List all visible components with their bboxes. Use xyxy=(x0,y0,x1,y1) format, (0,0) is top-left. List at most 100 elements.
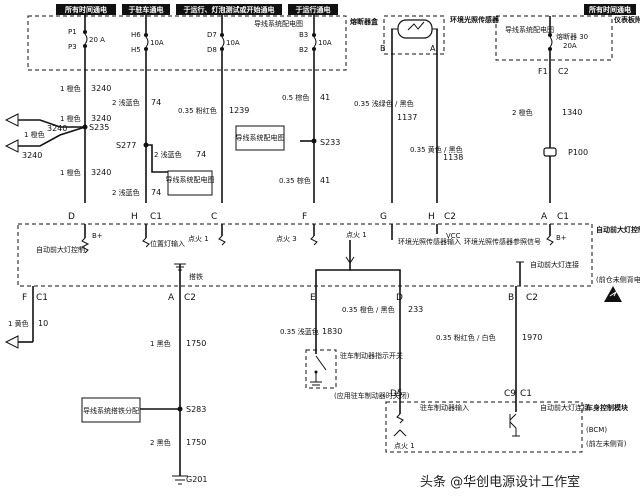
pin-f1: F1 xyxy=(538,67,548,76)
ign1-c: 点火 1 xyxy=(188,235,209,243)
module-pin-c2-h: C2 xyxy=(444,212,456,222)
pin-b3: B3 xyxy=(299,31,308,39)
wire-1340-circuit: 1340 xyxy=(562,108,582,117)
sensor-signal: 环境光照传感器参照信号 xyxy=(464,237,541,246)
right-fuse-note: 导线系统配电图 xyxy=(505,25,554,34)
pin-e: E xyxy=(310,293,316,303)
auto-headlamp-control: 自动前大灯控制 xyxy=(36,245,85,254)
header-run-bulb-start: 于运行、灯泡测试或开始通电 xyxy=(184,5,275,14)
wire-74-a-size: 2 浅蓝色 xyxy=(112,98,140,107)
ign3-f: 点火 3 xyxy=(276,235,297,243)
pin-d7: D7 xyxy=(207,31,217,39)
esd-warning-icon xyxy=(604,286,622,302)
fuse-p-rating: 20 A xyxy=(89,36,105,44)
fuse-d7-d8: D7 D8 10A 导线系统配电图 xyxy=(207,15,303,203)
module-note: (前仓未侧背电脑) xyxy=(596,275,640,284)
ground-wire-1750: A C2 1 黑色 1750 S283 导线系统搭铁分配 2 黑色 1750 G… xyxy=(81,286,207,485)
wire-41-a-size: 0.5 棕色 xyxy=(282,93,309,102)
pin-c2-bottom: C2 xyxy=(184,293,196,303)
wire-74-labels: 2 浅蓝色 74 S277 2 浅蓝色 74 导线系统配电图 2 浅蓝色 74 xyxy=(112,98,215,197)
wire-1138-size: 0.35 黄色 / 黑色 xyxy=(410,145,463,154)
ign1-b: 点火 1 xyxy=(346,231,367,239)
fuse-d-note: 导线系统配电图 xyxy=(254,19,303,28)
wire-74-b: 74 xyxy=(196,150,206,159)
pin-h5: H5 xyxy=(131,46,141,54)
pin-c1-bcm: C1 xyxy=(520,389,532,399)
brake-switch-label: 驻车制动器指示开关 xyxy=(340,351,403,360)
bcm-note: (前左未侧背) xyxy=(586,439,627,448)
headlamp-module-outline xyxy=(17,223,593,287)
bcm-abbr: (BCM) xyxy=(586,426,607,434)
bcm-auto-connect: 自动前大灯连接 xyxy=(540,403,589,412)
pin-f-bottom: F xyxy=(22,293,27,303)
watermark: 头条 @华创电源设计工作室 xyxy=(420,474,580,490)
fuse-block-outline xyxy=(27,15,347,71)
splice-s233: S233 xyxy=(320,138,340,147)
sensor-pin-a: A xyxy=(430,44,436,53)
wire-74-c: 74 xyxy=(151,188,161,197)
auto-headlamp-connect: 自动前大灯连接 xyxy=(530,260,579,269)
module-pin-c: C xyxy=(211,212,217,222)
fuse-block-label: 熔断器盒 xyxy=(350,17,379,26)
pin-d5: D5 xyxy=(390,389,403,399)
wire-1970-size: 0.35 粉红色 / 白色 xyxy=(436,333,496,342)
wire-1137: 1137 xyxy=(397,113,417,122)
position-lamp-input: 位置灯输入 xyxy=(150,239,185,248)
fuse-d-rating: 10A xyxy=(226,39,240,47)
right-fuse-box: 导线系统配电图 熔断器 30 20A 仪表板附件导线接线盒 F1 C2 2 橙色… xyxy=(495,15,640,203)
header-always-on: 所有时间通电 xyxy=(65,5,107,14)
module-pin-g: G xyxy=(380,212,387,222)
wire-1137-size: 0.35 浅绿色 / 黑色 xyxy=(354,99,414,108)
wire-3240-c: 3240 xyxy=(91,168,111,177)
wire-10-size: 1 黄色 xyxy=(8,319,29,328)
parking-brake-branch: E D 0.35 浅蓝色 1830 0.35 橙色 / 黑色 233 驻车制动器… xyxy=(280,286,423,400)
module-pin-a: A xyxy=(541,212,548,222)
wire-74-c-size: 2 浅蓝色 xyxy=(112,188,140,197)
splice-s277: S277 xyxy=(116,141,136,150)
module-title: 自动前大灯控制模块 xyxy=(596,225,640,234)
pin-p1: P1 xyxy=(68,28,77,36)
pin-c2-bcm: C2 xyxy=(526,293,538,303)
bcm-ign1: 点火 1 xyxy=(394,442,415,450)
wire-1239-labels: 0.35 粉红色 1239 导线系统配电图 xyxy=(178,106,285,151)
ref-box-74: 导线系统配电图 xyxy=(166,175,215,184)
wire-3240-d: 3240 xyxy=(47,124,67,133)
wire-3240-b-size: 1 橙色 xyxy=(60,114,81,123)
ground-g201: G201 xyxy=(186,475,207,484)
pin-c1-bottom: C1 xyxy=(36,293,48,303)
module-ground: 搭铁 xyxy=(189,272,203,281)
wire-3240-b: 3240 xyxy=(91,114,111,123)
bcm-brake-input: 驻车制动器输入 xyxy=(420,403,469,412)
splice-s283: S283 xyxy=(186,405,206,414)
pin-p3: P3 xyxy=(68,43,77,51)
bplus-left: B+ xyxy=(92,232,103,240)
fuse-b-rating: 10A xyxy=(318,39,332,47)
fuse-b3-b2: B3 B2 10A xyxy=(299,15,332,203)
wire-233: 233 xyxy=(408,305,423,314)
bcm-title: 车身控制模块 xyxy=(586,403,629,412)
header-park: 于驻车通电 xyxy=(129,5,164,14)
module-top-pins: D H C1 C F G H C2 A C1 xyxy=(68,212,569,222)
pin-d8: D8 xyxy=(207,46,217,54)
pin-a-bottom: A xyxy=(168,293,175,303)
wire-10: 10 xyxy=(38,319,48,328)
wire-3240-a: 3240 xyxy=(91,84,111,93)
header-run: 于运行通电 xyxy=(296,5,331,14)
pin-c9: C9 xyxy=(504,389,516,399)
wire-1750-a-size: 1 黑色 xyxy=(150,339,171,348)
fuse-h-rating: 10A xyxy=(150,39,164,47)
wire-1239: 1239 xyxy=(229,106,249,115)
wire-41-b: 41 xyxy=(320,176,330,185)
wire-3240-left: 3240 xyxy=(22,151,42,160)
wire-41-b-size: 0.35 棕色 xyxy=(279,176,311,185)
ref-box-1239: 导线系统配电图 xyxy=(236,133,285,142)
module-pin-f: F xyxy=(302,212,307,222)
wire-3240-left-size: 1 橙色 xyxy=(24,130,45,139)
wire-1970: 1970 xyxy=(522,333,542,342)
module-pin-h2: H xyxy=(428,212,435,222)
wire-74-a: 74 xyxy=(151,98,161,107)
wire-1750-b: 1750 xyxy=(186,438,206,447)
sensor-pin-b: B xyxy=(380,44,386,53)
connector-p100: P100 xyxy=(568,148,588,157)
